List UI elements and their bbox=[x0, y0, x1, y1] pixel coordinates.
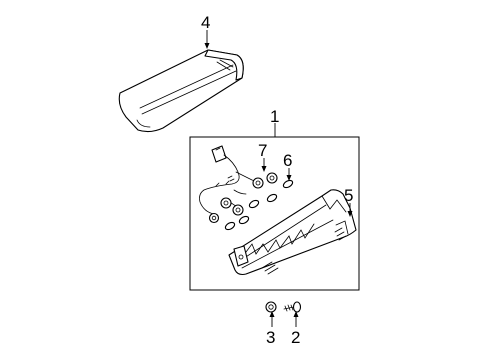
leader-7-arrow bbox=[261, 166, 267, 172]
leader-4-arrow bbox=[204, 43, 210, 49]
lamp-cover-part bbox=[118, 49, 244, 133]
lamp-housing-part bbox=[228, 189, 357, 276]
callout-5: 5 bbox=[344, 186, 353, 205]
callout-3: 3 bbox=[266, 328, 275, 347]
screw-part bbox=[283, 301, 302, 313]
callout-4: 4 bbox=[201, 13, 210, 32]
callout-2: 2 bbox=[291, 328, 300, 347]
nut-part bbox=[265, 301, 277, 313]
callout-6: 6 bbox=[283, 151, 292, 170]
assembly-frame bbox=[189, 136, 360, 291]
wiring-harness-part bbox=[199, 145, 294, 231]
leader-3-arrow bbox=[269, 311, 275, 317]
leader-5-arrow bbox=[347, 211, 353, 217]
callout-7: 7 bbox=[258, 141, 267, 160]
callout-1: 1 bbox=[270, 107, 279, 126]
leader-2-arrow bbox=[293, 311, 299, 317]
leader-6-arrow bbox=[286, 175, 292, 181]
